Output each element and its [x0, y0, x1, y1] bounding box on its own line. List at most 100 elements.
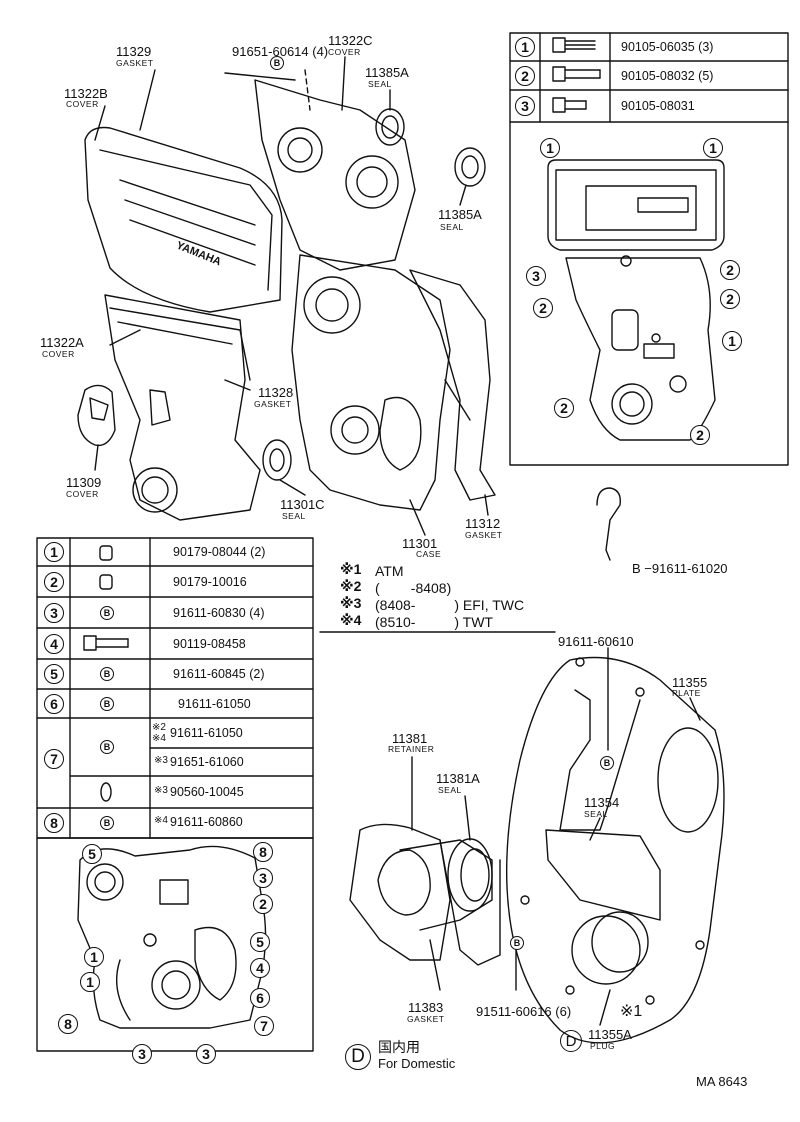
bottom-table-part-5: 91611-60845 (2) [173, 667, 265, 681]
part-11301-label: CASE [416, 549, 442, 559]
bottom-left-inset-frame [36, 837, 314, 1052]
part-11322A-label: COVER [42, 349, 75, 359]
inset-bottom-callout-7: 1 [84, 947, 104, 967]
inset-bottom-callout-4: 2 [253, 894, 273, 914]
part-11312: 11312 [465, 516, 501, 531]
part-11385A-lower-label: SEAL [440, 222, 464, 232]
bolt-icon-small [552, 37, 596, 53]
part-11322A: 11322A [40, 335, 84, 350]
part-11355-label: PLATE [672, 688, 701, 698]
gasket-11328-outline [109, 307, 251, 381]
inset-case-outline [77, 845, 267, 1029]
part-11328-label: GASKET [254, 399, 292, 409]
top-right-inset-frame [509, 32, 789, 466]
bottom-table-key-2: 2 [44, 572, 64, 592]
part-11355A-label: PLUG [590, 1041, 616, 1051]
b-symbol-60610: B [600, 756, 614, 770]
inset-bottom-callout-2: 8 [253, 842, 273, 862]
top-table-part-3: 90105-08031 [621, 99, 695, 113]
note-mark-3: ※3 [340, 595, 362, 611]
nut-icon-2 [99, 574, 113, 590]
inset-top-callout-2: 1 [703, 138, 723, 158]
part-11385A-lower: 11385A [438, 207, 482, 222]
inset-top-callout-5: 2 [533, 298, 553, 318]
part-11328: 11328 [258, 385, 294, 400]
domestic-legend-jp: 国内用 [378, 1039, 420, 1055]
inset-bottom-callout-8: 1 [80, 972, 100, 992]
inset-bottom-callout-5: 5 [250, 932, 270, 952]
b-symbol-91511: B [510, 936, 524, 950]
top-table-part-1: 90105-06035 (3) [621, 40, 714, 54]
part-11309-label: COVER [66, 489, 99, 499]
cover-11309-outline [77, 384, 116, 447]
note-mark-2: ※2 [340, 578, 362, 594]
inset-top-callout-3: 3 [526, 266, 546, 286]
bottom-table-part-6: 91611-61050 [178, 697, 251, 711]
part-11383-label: GASKET [407, 1014, 445, 1024]
part-11354: 11354 [584, 795, 620, 810]
inset-top-callout-7: 1 [722, 331, 742, 351]
b-symbol-row5: B [100, 667, 114, 681]
b-symbol-row6: B [100, 697, 114, 711]
part-91611-61020: B −91611-61020 [632, 561, 728, 576]
part-11381A-label: SEAL [438, 785, 462, 795]
part-91611-60610: 91611-60610 [558, 634, 634, 649]
retainer-11381-outline [349, 823, 501, 966]
top-table-key-3: 3 [515, 96, 535, 116]
top-table-part-2: 90105-08032 (5) [621, 69, 714, 83]
inset-top-callout-9: 2 [690, 425, 710, 445]
seal-11385A-lower [454, 147, 486, 187]
bottom-table-key-7: 7 [44, 749, 64, 769]
washer-icon-row7 [100, 782, 112, 802]
bottom-table-part-8: 91611-60860 [170, 815, 243, 829]
b-symbol-row8: B [100, 816, 114, 830]
part-11383: 11383 [408, 1000, 444, 1015]
case-11301-outline [291, 254, 451, 511]
cover-11322A-outline [104, 294, 261, 521]
part-11381: 11381 [392, 731, 428, 746]
part-11322B: 11322B [64, 86, 108, 101]
part-11301C: 11301C [280, 497, 325, 512]
inset-top-callout-4: 2 [720, 260, 740, 280]
part-11301: 11301 [402, 536, 438, 551]
bottom-table-part-4: 90119-08458 [173, 637, 246, 651]
bottom-table-part-3: 91611-60830 (4) [173, 606, 265, 620]
hook-91611-61020 [596, 487, 621, 561]
bottom-table-key-3: 3 [44, 603, 64, 623]
part-11381-label: RETAINER [388, 744, 435, 754]
note-star1-plug: ※1 [620, 1003, 643, 1020]
note-mark-4: ※4 [340, 612, 362, 628]
gasket-11312-outline [409, 269, 496, 501]
inset-top-callout-8: 2 [554, 398, 574, 418]
bolt-icon-row4 [83, 635, 129, 651]
part-11309: 11309 [66, 475, 102, 490]
part-11354-label: SEAL [584, 809, 608, 819]
inset-bottom-callout-12: 3 [196, 1044, 216, 1064]
inset-top-callout-6: 2 [720, 289, 740, 309]
bottom-table-key-8: 8 [44, 813, 64, 833]
part-11385A-upper-label: SEAL [368, 79, 392, 89]
inset-bottom-callout-13: 7 [254, 1016, 274, 1036]
note-text-1: ATM [375, 563, 404, 579]
bottom-table-cond-7a: ※2 ※4 [152, 722, 166, 744]
part-11322B-label: COVER [66, 99, 99, 109]
top-table-key-2: 2 [515, 66, 535, 86]
cover-11322B-outline [84, 126, 283, 313]
bottom-table-key-4: 4 [44, 634, 64, 654]
inset-bottom-callout-10: 8 [58, 1014, 78, 1034]
plate-11355-outline [505, 656, 725, 1044]
bolt-icon-short [552, 97, 587, 113]
bottom-table-part-7b: 91651-61060 [170, 755, 244, 769]
part-11312-label: GASKET [465, 530, 503, 540]
cover-11322C-outline [224, 69, 416, 271]
bottom-table-key-5: 5 [44, 664, 64, 684]
part-91511-60616: 91511-60616 (6) [476, 1004, 572, 1019]
b-symbol-91651: B [270, 56, 284, 70]
bottom-table-cond-7b: ※3 [154, 755, 168, 766]
inset-top-callout-1: 1 [540, 138, 560, 158]
bottom-table-part-1: 90179-08044 (2) [173, 545, 266, 559]
bottom-table-part-7a: 91611-61050 [170, 726, 243, 740]
part-91651-60614: 91651-60614 (4) [232, 44, 329, 59]
part-11329: 11329 [116, 44, 152, 59]
